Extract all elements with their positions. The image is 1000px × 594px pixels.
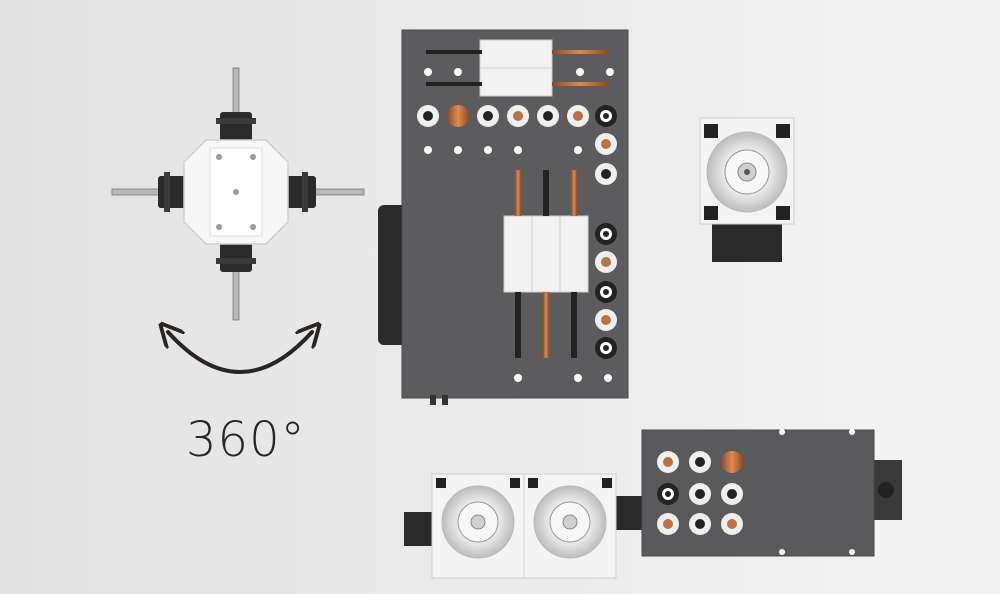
double-spindle-unit — [404, 473, 648, 579]
tool-magazine-panel — [378, 29, 629, 405]
spindle-unit — [699, 117, 795, 262]
rotation-angle-label: 360° — [186, 412, 306, 468]
four-way-angle-head — [111, 67, 365, 321]
tool-rack-box — [641, 429, 902, 557]
double-curved-arrow-icon — [168, 332, 312, 374]
